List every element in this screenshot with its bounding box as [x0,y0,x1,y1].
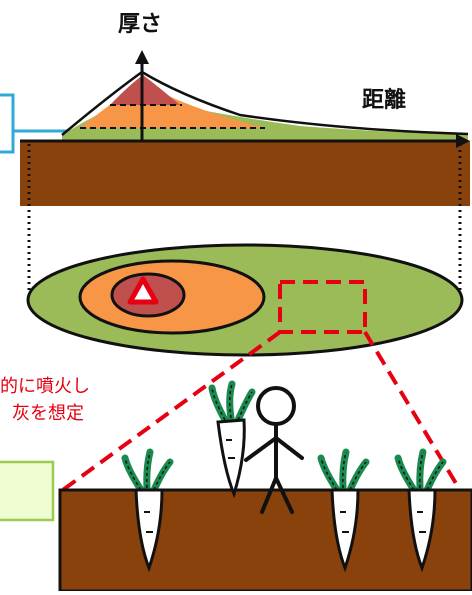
volcano-vent-icon [127,276,159,305]
blue-callout-box [0,93,15,154]
ash-layer-red-profile [110,75,180,105]
ground-profile-soil [20,141,470,206]
thickness-axis-label: 厚さ [118,12,163,37]
daikon-radish-icon [208,380,256,499]
zoom-region-dashed-box [278,280,367,334]
zoom-line-right [363,330,472,512]
eruption-note-line1: 的に噴火し [0,376,90,397]
note-box [0,460,55,522]
distance-axis-label: 距離 [362,88,407,113]
stick-figure-farmer-icon [244,386,304,514]
thickness-axis-arrowhead [135,50,149,64]
daikon-radish-icon [121,448,174,573]
ash-profile-outline [61,70,469,136]
daikon-radish-icon [317,448,370,573]
eruption-note-line2: 灰を想定 [12,403,84,424]
daikon-radish-icon [394,448,447,573]
